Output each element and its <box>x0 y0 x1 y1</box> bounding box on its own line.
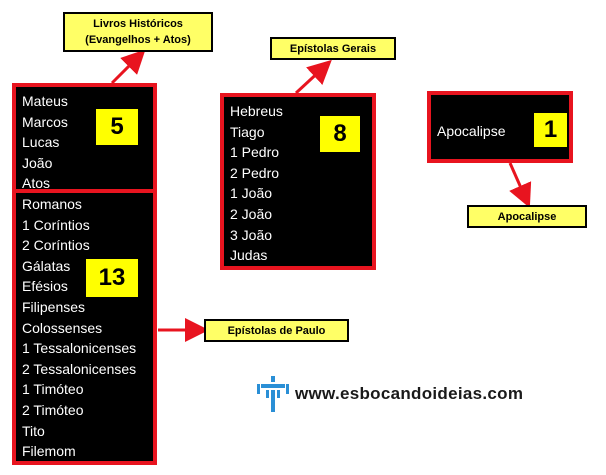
arrow-historicos <box>110 49 146 85</box>
group-items-apocalipse: Apocalipse <box>437 121 506 142</box>
book-item: Gálatas <box>22 257 71 274</box>
group-box-historicos: Mateus Marcos Lucas João Atos 5 <box>12 83 157 193</box>
book-item: 1 Coríntios <box>22 216 90 233</box>
group-items-historicos: Mateus Marcos Lucas João Atos <box>22 91 68 194</box>
book-item: Lucas <box>22 134 60 151</box>
group-items-gerais: Hebreus Tiago 1 Pedro 2 Pedro 1 João 2 J… <box>230 101 283 266</box>
arrow-apocalipse <box>508 162 532 208</box>
book-item: Apocalipse <box>437 123 506 139</box>
book-item: Filipenses <box>22 298 86 315</box>
book-item: João <box>22 154 53 171</box>
book-item: 1 Tessalonicenses <box>22 340 137 357</box>
book-count-paulo: 13 <box>86 259 138 297</box>
book-item: Tiago <box>230 123 265 140</box>
book-item: 3 João <box>230 226 273 243</box>
book-count-apocalipse: 1 <box>534 113 567 147</box>
book-item: Filemom <box>22 443 76 460</box>
label-historicos: Livros Históricos (Evangelhos + Atos) <box>63 12 213 52</box>
group-box-gerais: Hebreus Tiago 1 Pedro 2 Pedro 1 João 2 J… <box>220 93 376 270</box>
book-item: Romanos <box>22 196 82 212</box>
book-item: 2 Tessalonicenses <box>22 360 137 377</box>
book-item: Judas <box>230 247 268 264</box>
book-item: 2 Pedro <box>230 164 280 181</box>
book-count-gerais: 8 <box>320 116 360 152</box>
book-count-historicos: 5 <box>96 109 138 145</box>
book-item: Marcos <box>22 113 68 130</box>
group-items-paulo: Romanos 1 Coríntios 2 Coríntios Gálatas … <box>22 194 136 462</box>
book-item: 2 Timóteo <box>22 401 84 418</box>
label-gerais: Epístolas Gerais <box>270 37 396 60</box>
website-credit: www.esbocandoideias.com <box>257 376 523 412</box>
group-box-paulo: Romanos 1 Coríntios 2 Coríntios Gálatas … <box>12 189 157 465</box>
book-item: Colossenses <box>22 319 103 336</box>
book-item: 1 Pedro <box>230 144 280 161</box>
label-apocalipse: Apocalipse <box>467 205 587 228</box>
group-box-apocalipse: Apocalipse 1 <box>427 91 573 163</box>
book-item: 1 João <box>230 185 273 202</box>
book-item: Atos <box>22 175 51 192</box>
book-item: Tito <box>22 422 45 439</box>
book-item: 1 Timóteo <box>22 381 84 398</box>
arrow-gerais <box>294 59 332 95</box>
website-url: www.esbocandoideias.com <box>295 384 524 403</box>
label-paulo: Epístolas de Paulo <box>204 319 349 342</box>
book-item: 2 João <box>230 205 273 222</box>
book-item: 2 Coríntios <box>22 237 90 254</box>
book-item: Hebreus <box>230 103 283 119</box>
esbocando-ideias-logo-icon <box>257 376 289 412</box>
book-item: Mateus <box>22 93 68 109</box>
book-item: Efésios <box>22 278 68 295</box>
